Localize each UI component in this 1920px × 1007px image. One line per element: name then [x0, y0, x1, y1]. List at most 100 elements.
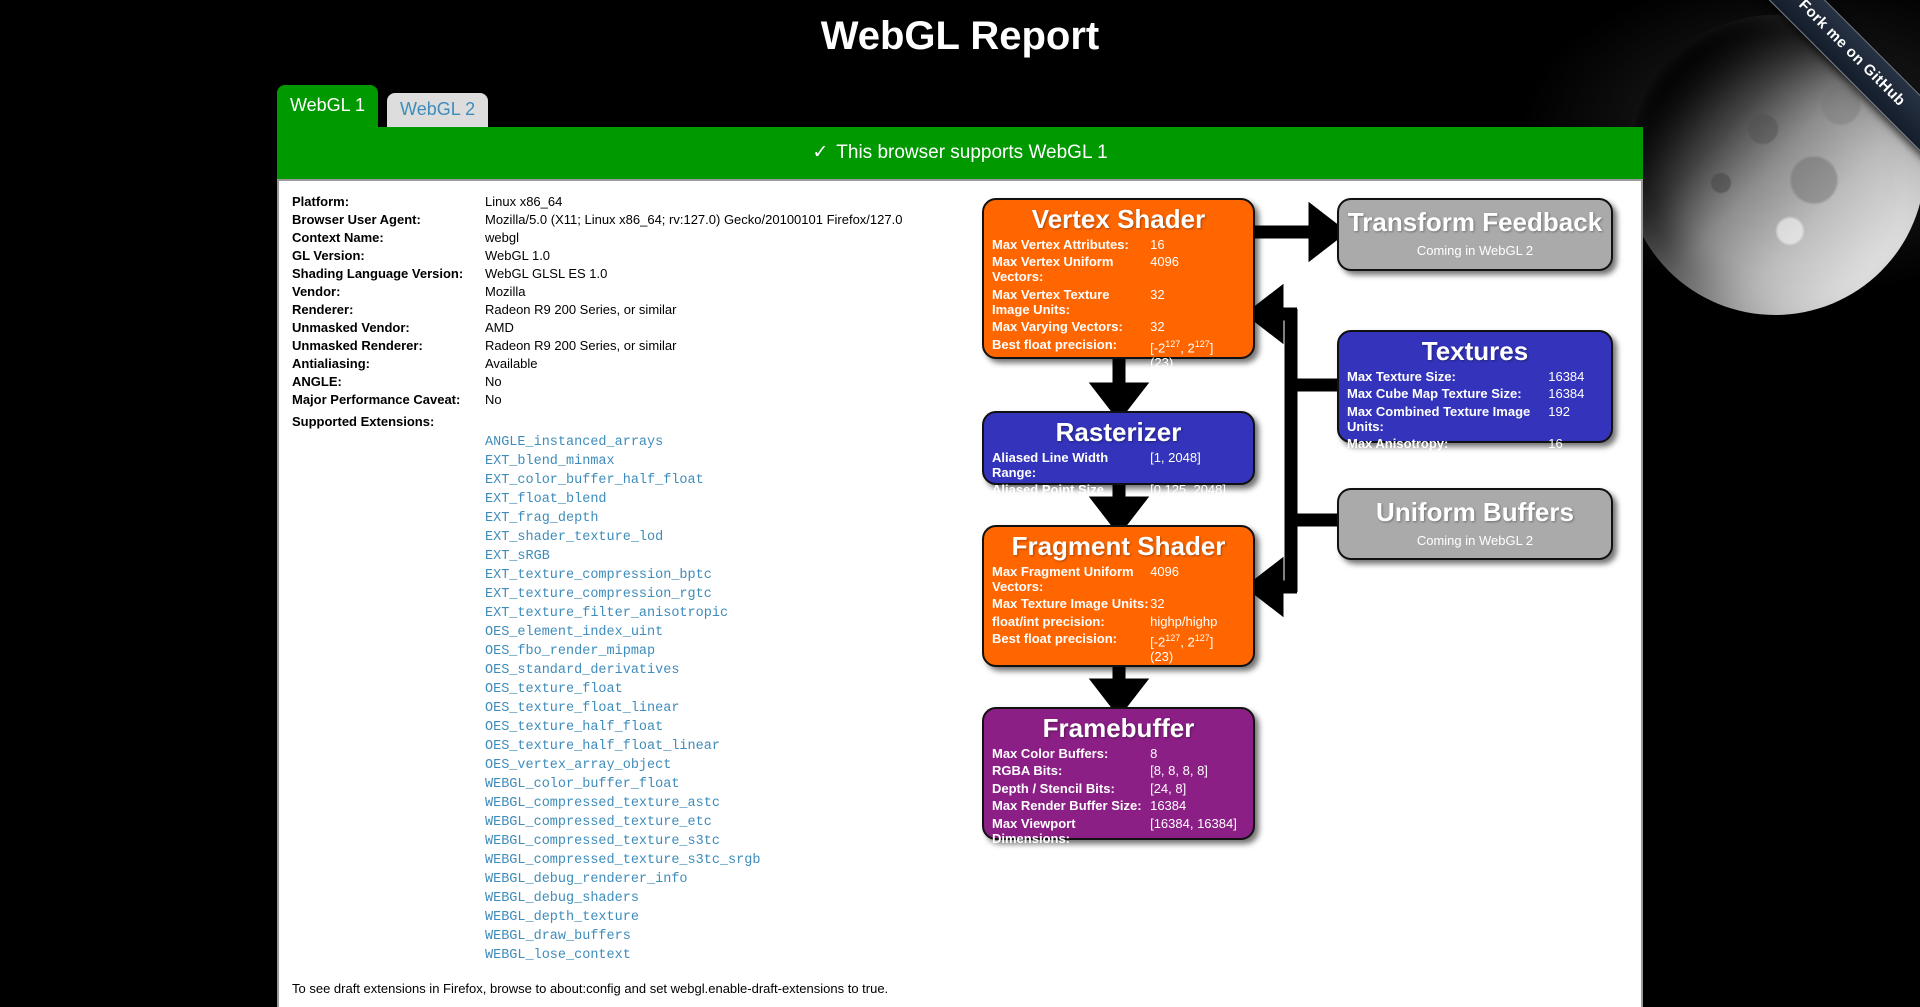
stat-label: Depth / Stencil Bits:	[992, 780, 1115, 796]
extension-link[interactable]: EXT_color_buffer_half_float	[485, 473, 704, 488]
box-subtitle: Coming in WebGL 2	[1416, 533, 1534, 548]
box-title: Framebuffer	[1042, 713, 1195, 743]
info-row: Platform:Linux x86_64	[292, 193, 982, 211]
extension-link[interactable]: OES_texture_float_linear	[485, 701, 680, 716]
info-value: Mozilla/5.0 (X11; Linux x86_64; rv:127.0…	[485, 212, 903, 227]
rasterizer-box: Rasterizer Aliased Line Width Range:[1, …	[982, 411, 1255, 512]
info-row: Shading Language Version:WebGL GLSL ES 1…	[292, 265, 982, 283]
stat-value: 192	[1548, 403, 1570, 419]
info-value: No	[485, 392, 502, 407]
extension-link[interactable]: OES_vertex_array_object	[485, 758, 672, 773]
textures-box: Textures Max Texture Size: 16384 Max Cube…	[1337, 330, 1613, 451]
report-panel: Platform:Linux x86_64 Browser User Agent…	[277, 179, 1643, 1007]
info-label: Antialiasing:	[292, 356, 371, 371]
extension-link[interactable]: WEBGL_compressed_texture_etc	[485, 815, 712, 830]
box-title: Textures	[1421, 336, 1529, 366]
info-value: Linux x86_64	[485, 194, 563, 209]
stat-value: 16384	[1150, 798, 1187, 813]
extension-link[interactable]: OES_texture_half_float_linear	[485, 739, 720, 754]
info-row: Unmasked Vendor: AMD	[292, 319, 982, 337]
extension-link[interactable]: OES_fbo_render_mipmap	[485, 644, 656, 659]
stat-label: Max Color Buffers:	[992, 745, 1109, 761]
extension-link[interactable]: WEBGL_compressed_texture_astc	[485, 796, 720, 811]
extension-link[interactable]: EXT_texture_filter_anisotropic	[485, 606, 729, 621]
extension-link[interactable]: ANGLE_instanced_arrays	[485, 435, 664, 450]
box-title: Fragment Shader	[1011, 531, 1226, 561]
arrowhead-transformfeedback	[1308, 201, 1348, 263]
box-title: Vertex Shader	[1031, 204, 1206, 234]
stat-label: Max Fragment Uniform Vectors:	[992, 563, 1134, 594]
extension-link[interactable]: EXT_blend_minmax	[485, 454, 615, 469]
stat-value: 16	[1150, 236, 1165, 252]
stat-label: Max Anisotropy:	[1347, 436, 1449, 451]
extension-link[interactable]: WEBGL_draw_buffers	[485, 929, 631, 944]
stat-label: Best float precision:	[992, 336, 1117, 352]
extension-link[interactable]: WEBGL_debug_renderer_info	[485, 872, 688, 887]
extension-link[interactable]: OES_element_index_uint	[485, 625, 664, 640]
tab-webgl1[interactable]: WebGL 1	[277, 85, 379, 127]
stat-value: [-2127, 2127](23)	[1150, 633, 1214, 665]
extension-link[interactable]: WEBGL_compressed_texture_s3tc	[485, 834, 720, 849]
info-value: No	[485, 374, 502, 389]
uniform-buffers-box: Uniform Buffers Coming in WebGL 2	[1337, 488, 1613, 560]
info-value: Mozilla	[485, 284, 526, 299]
stat-label: Max Varying Vectors:	[992, 319, 1123, 334]
extension-link[interactable]: WEBGL_debug_shaders	[485, 891, 639, 906]
info-label: Vendor:	[292, 284, 341, 299]
stat-label: Max Texture Image Units:	[992, 596, 1149, 611]
stat-label: Max Cube Map Texture Size:	[1347, 386, 1522, 401]
support-banner: ✓This browser supports WebGL 1	[277, 127, 1643, 179]
extension-link[interactable]: EXT_texture_compression_bptc	[485, 568, 712, 583]
extension-link[interactable]: OES_standard_derivatives	[485, 663, 680, 678]
tab-webgl2[interactable]: WebGL 2	[387, 93, 489, 127]
stat-value: 8	[1150, 745, 1158, 761]
info-value: Available	[485, 356, 538, 371]
extension-link[interactable]: WEBGL_compressed_texture_s3tc_srgb	[485, 853, 761, 868]
info-row: Antialiasing: Available	[292, 355, 982, 373]
stat-value: [24, 8]	[1150, 780, 1187, 796]
info-row: Major Performance Caveat:No	[292, 391, 982, 409]
stat-label: Best float precision:	[992, 631, 1117, 646]
arrowhead-vertex	[1244, 283, 1284, 345]
info-value: AMD	[485, 320, 514, 335]
info-value: Radeon R9 200 Series, or similar	[485, 338, 677, 353]
stat-label: Max Texture Size:	[1347, 368, 1456, 384]
info-value: webgl	[485, 230, 519, 245]
info-label: ANGLE:	[292, 374, 342, 389]
transform-feedback-box: Transform Feedback Coming in WebGL 2	[1337, 198, 1613, 271]
stat-label: Max Vertex Texture Image Units:	[992, 286, 1110, 317]
extension-link[interactable]: EXT_texture_compression_rgtc	[485, 587, 712, 602]
info-row: Renderer:Radeon R9 200 Series, or simila…	[292, 301, 982, 319]
framebuffer-box: Framebuffer Max Color Buffers:8 RGBA Bit…	[982, 707, 1255, 846]
info-label: Unmasked Vendor:	[292, 320, 410, 335]
stat-value: 32	[1150, 286, 1165, 302]
extension-link[interactable]: WEBGL_color_buffer_float	[485, 777, 680, 792]
extension-link[interactable]: WEBGL_depth_texture	[485, 910, 639, 925]
info-row: ANGLE: No	[292, 373, 982, 391]
extension-link[interactable]: OES_texture_half_float	[485, 720, 664, 735]
stat-value: [16384, 16384]	[1150, 815, 1237, 831]
info-label: Renderer:	[292, 302, 354, 317]
extension-link[interactable]: EXT_frag_depth	[485, 511, 599, 526]
stat-label: Max Combined Texture Image Units:	[1347, 403, 1531, 434]
stat-label: Max Render Buffer Size:	[992, 798, 1142, 813]
extension-link[interactable]: EXT_float_blend	[485, 492, 607, 507]
stat-value: [-2127, 2127](23)	[1150, 338, 1214, 370]
extensions-label: Supported Extensions:	[292, 414, 435, 429]
support-banner-text: This browser supports WebGL 1	[836, 142, 1108, 163]
draft-extensions-note: To see draft extensions in Firefox, brow…	[292, 981, 889, 996]
stat-label: Max Viewport Dimensions:	[992, 815, 1076, 846]
stat-label: Max Vertex Attributes:	[992, 236, 1129, 252]
extension-link[interactable]: OES_texture_float	[485, 682, 623, 697]
info-label: Unmasked Renderer:	[292, 338, 423, 353]
extension-link[interactable]: EXT_shader_texture_lod	[485, 530, 664, 545]
info-row: Vendor: Mozilla	[292, 283, 982, 301]
stat-value: 16384	[1548, 368, 1585, 384]
stat-value: 32	[1150, 596, 1165, 611]
extension-link[interactable]: WEBGL_lose_context	[485, 948, 631, 963]
page-container: WebGL Report WebGL 1 WebGL 2 ✓This brows…	[277, 12, 1643, 1007]
extension-link[interactable]: EXT_sRGB	[485, 549, 550, 564]
page-title: WebGL Report	[820, 14, 1100, 58]
info-label: Browser User Agent:	[292, 212, 421, 227]
